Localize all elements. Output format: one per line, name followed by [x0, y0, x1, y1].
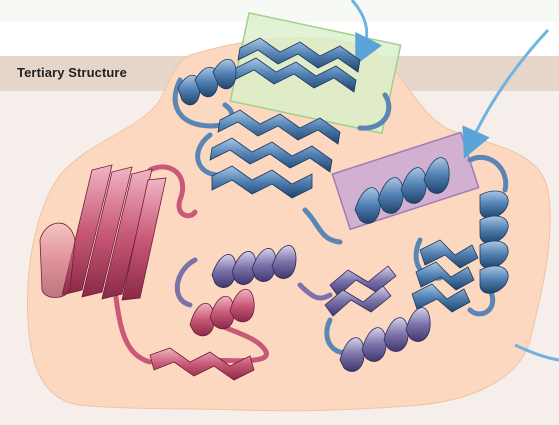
callout-arrow-icon [470, 30, 548, 145]
beta-sheet-icon [412, 240, 478, 312]
